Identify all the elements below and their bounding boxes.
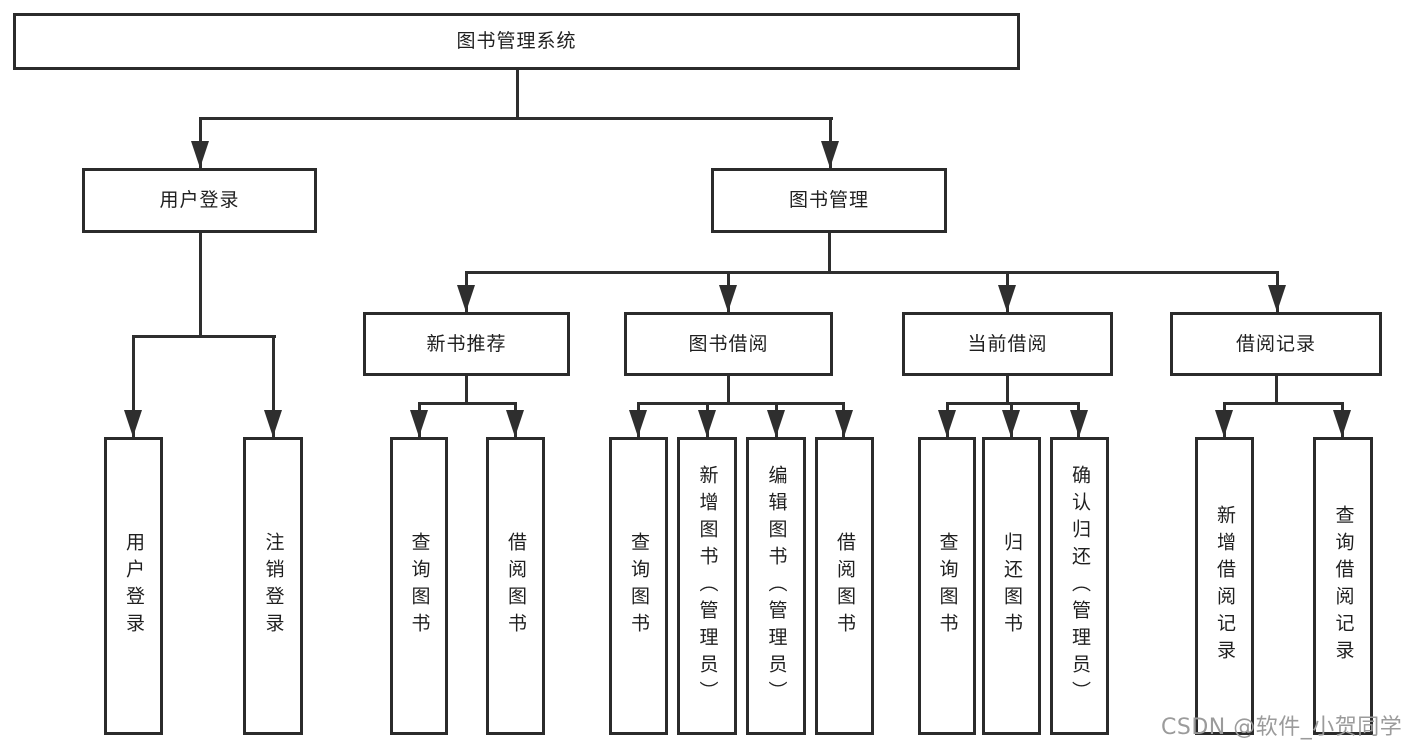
node-label: 用户登录 bbox=[159, 189, 240, 211]
connector-line bbox=[828, 233, 831, 273]
arrow-down-icon bbox=[506, 410, 524, 437]
leaf-query-books-recommend: 查询图书 bbox=[390, 437, 448, 735]
connector-line bbox=[727, 376, 730, 405]
leaf-add-borrow-record: 新增借阅记录 bbox=[1195, 437, 1254, 735]
leaf-label: 查询图书 bbox=[936, 532, 959, 640]
arrow-down-icon bbox=[124, 410, 142, 437]
connector-line bbox=[465, 271, 1279, 274]
arrow-down-icon bbox=[767, 410, 785, 437]
arrow-down-icon bbox=[719, 285, 737, 312]
connector-line bbox=[637, 402, 845, 405]
connector-line bbox=[1006, 376, 1009, 405]
node-borrowing-records: 借阅记录 bbox=[1170, 312, 1382, 376]
node-new-book-recommendation: 新书推荐 bbox=[363, 312, 570, 376]
node-label: 当前借阅 bbox=[967, 332, 1048, 355]
arrow-down-icon bbox=[1215, 410, 1233, 437]
node-label: 新书推荐 bbox=[426, 332, 507, 355]
leaf-query-borrow-record: 查询借阅记录 bbox=[1313, 437, 1373, 735]
arrow-down-icon bbox=[1070, 410, 1088, 437]
leaf-label: 新增图书（管理员） bbox=[696, 464, 719, 708]
leaf-label: 新增借阅记录 bbox=[1214, 505, 1236, 667]
leaf-label: 注销登录 bbox=[262, 532, 285, 640]
node-library-management-system: 图书管理系统 bbox=[13, 13, 1020, 70]
connector-line bbox=[1275, 376, 1278, 405]
arrow-down-icon bbox=[698, 410, 716, 437]
arrow-down-icon bbox=[629, 410, 647, 437]
node-book-management: 图书管理 bbox=[711, 168, 947, 233]
leaf-label: 用户登录 bbox=[123, 532, 145, 640]
arrow-down-icon bbox=[410, 410, 428, 437]
connector-line bbox=[132, 335, 276, 338]
arrow-down-icon bbox=[1333, 410, 1351, 437]
leaf-query-books-current: 查询图书 bbox=[918, 437, 976, 735]
leaf-user-login: 用户登录 bbox=[104, 437, 163, 735]
connector-line bbox=[465, 376, 468, 405]
leaf-edit-books-admin: 编辑图书（管理员） bbox=[746, 437, 806, 735]
leaf-borrow-books-recommend: 借阅图书 bbox=[486, 437, 545, 735]
leaf-confirm-return-admin: 确认归还（管理员） bbox=[1050, 437, 1109, 735]
arrow-down-icon bbox=[835, 410, 853, 437]
connector-line bbox=[516, 70, 519, 120]
connector-line bbox=[1223, 402, 1344, 405]
leaf-logout: 注销登录 bbox=[243, 437, 303, 735]
node-current-borrowing: 当前借阅 bbox=[902, 312, 1113, 376]
node-label: 图书管理系统 bbox=[456, 30, 577, 52]
connector-line bbox=[418, 402, 517, 405]
leaf-label: 借阅图书 bbox=[505, 532, 527, 640]
connector-line bbox=[199, 233, 202, 338]
arrow-down-icon bbox=[821, 141, 839, 168]
node-label: 图书借阅 bbox=[688, 332, 769, 355]
connector-line bbox=[199, 117, 833, 120]
arrow-down-icon bbox=[264, 410, 282, 437]
connector-line bbox=[132, 335, 135, 437]
leaf-add-books-admin: 新增图书（管理员） bbox=[677, 437, 737, 735]
node-label: 借阅记录 bbox=[1235, 332, 1316, 355]
leaf-query-books-borrowing: 查询图书 bbox=[609, 437, 668, 735]
node-book-borrowing: 图书借阅 bbox=[624, 312, 833, 376]
connector-line bbox=[272, 335, 275, 437]
arrow-down-icon bbox=[938, 410, 956, 437]
leaf-label: 查询图书 bbox=[408, 532, 431, 640]
leaf-borrow-books: 借阅图书 bbox=[815, 437, 874, 735]
node-label: 图书管理 bbox=[788, 189, 869, 211]
leaf-label: 确认归还（管理员） bbox=[1069, 464, 1091, 708]
connector-line bbox=[946, 402, 1080, 405]
arrow-down-icon bbox=[998, 285, 1016, 312]
arrow-down-icon bbox=[1002, 410, 1020, 437]
leaf-return-books: 归还图书 bbox=[982, 437, 1041, 735]
leaf-label: 查询借阅记录 bbox=[1332, 505, 1355, 667]
arrow-down-icon bbox=[457, 285, 475, 312]
leaf-label: 归还图书 bbox=[1001, 532, 1023, 640]
leaf-label: 查询图书 bbox=[628, 532, 650, 640]
arrow-down-icon bbox=[1268, 285, 1286, 312]
arrow-down-icon bbox=[191, 141, 209, 168]
csdn-watermark: CSDN @软件_小贺同学 bbox=[1161, 715, 1403, 740]
leaf-label: 借阅图书 bbox=[834, 532, 856, 640]
node-user-login: 用户登录 bbox=[82, 168, 317, 233]
leaf-label: 编辑图书（管理员） bbox=[765, 464, 788, 708]
